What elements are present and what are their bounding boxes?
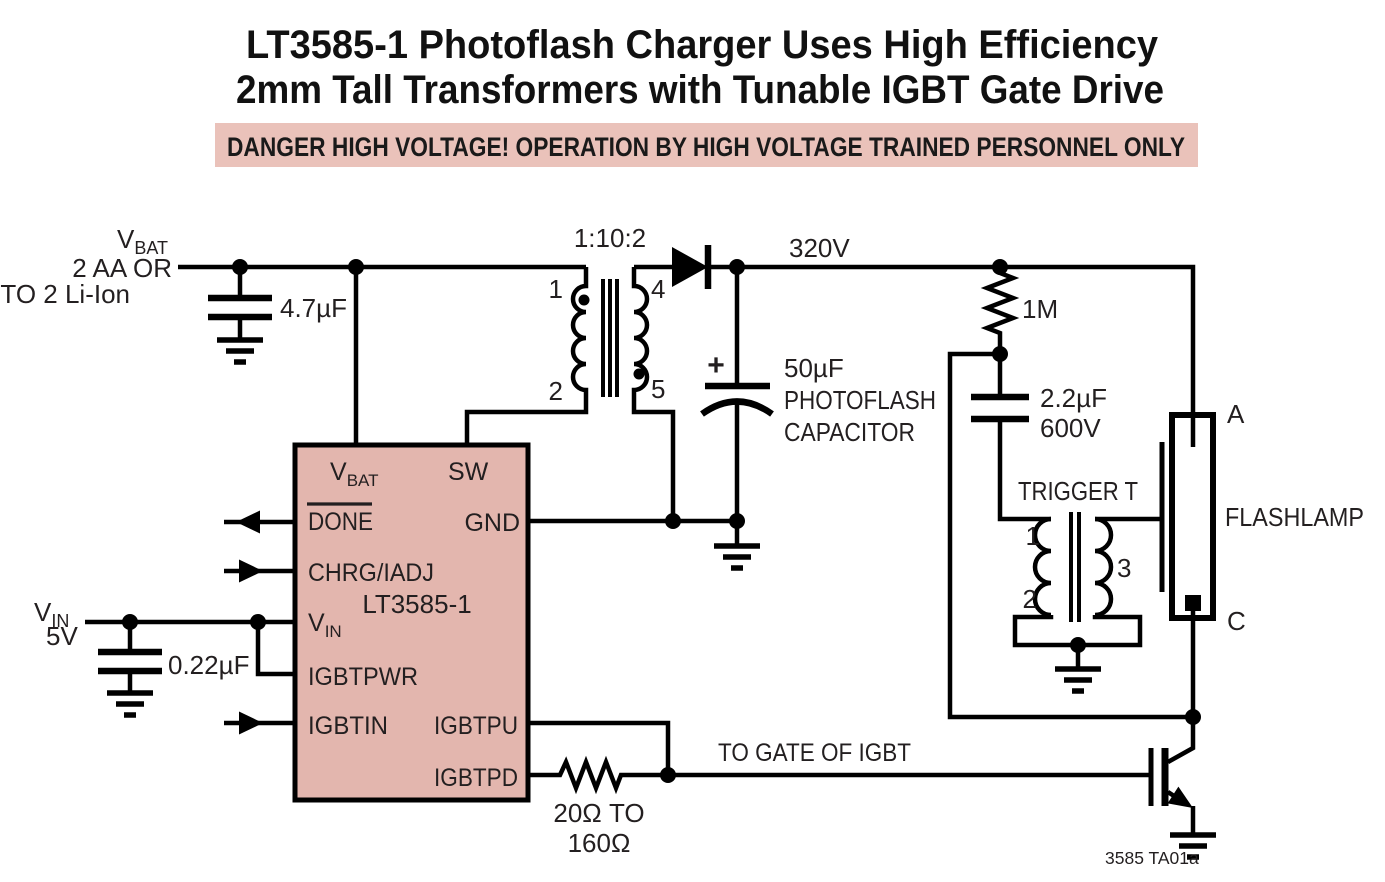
trigger-cap-value: 2.2µF: [1040, 383, 1107, 413]
ground-icon: [1055, 669, 1101, 691]
phase-dot-secondary: [633, 368, 645, 380]
arrow-right-icon: [239, 711, 263, 735]
ic-pin-chrg-iadj: CHRG/IADJ: [308, 559, 434, 587]
ic-pin-gnd: GND: [464, 509, 520, 537]
arrow-left-icon: [236, 510, 260, 534]
ic-pin-sw: SW: [448, 458, 489, 486]
ic-pin-igbtin: IGBTIN: [308, 712, 388, 740]
document-footnote: 3585 TA01a: [1105, 848, 1199, 868]
t2-pin2-label: 2: [1023, 584, 1037, 614]
ground-icon: [217, 340, 263, 362]
gate-resistor: [528, 755, 668, 795]
transformer-ratio-label: 1:10:2: [574, 223, 646, 253]
input-capacitor: 4.7µF: [208, 267, 347, 362]
t1-pin1-label: 1: [549, 274, 563, 304]
ground-icon: [714, 546, 760, 568]
title-line1: LT3585-1 Photoflash Charger Uses High Ef…: [246, 23, 1159, 67]
junction-dot: [1070, 637, 1086, 653]
chrg-signal: [224, 559, 295, 583]
ground-icon: [107, 693, 153, 715]
diode-anode-triangle: [672, 247, 708, 287]
battery-source-label: VBAT 2 AA OR 1 TO 2 Li-Ion: [0, 224, 172, 309]
photoflash-cap-line2: PHOTOFLASH: [784, 385, 936, 415]
battery-desc1: 2 AA OR: [72, 253, 172, 283]
flashlamp-cathode-terminal: [1185, 595, 1201, 611]
arrow-right-icon: [239, 559, 263, 583]
output-voltage-label: 320V: [789, 233, 850, 263]
vin-rail-label: VIN: [34, 597, 69, 631]
igbt: [1148, 717, 1216, 857]
flashlamp-cathode-label: C: [1227, 606, 1246, 636]
flashlamp-anode-label: A: [1227, 399, 1245, 429]
gate-drive-wiring: TO GATE OF IGBT 20Ω TO 160Ω: [528, 720, 1149, 858]
warning-banner-bg: [215, 123, 1198, 167]
trigger-capacitor: 2.2µF 600V: [971, 354, 1107, 522]
t2-pin3-label: 3: [1117, 553, 1131, 583]
transformer-1-10-2: 1:10:2 1 2 4 5: [464, 223, 676, 523]
ic-pin-igbtpd: IGBTPD: [434, 764, 518, 792]
phase-dot-primary: [578, 294, 590, 306]
ic-part-number: LT3585-1: [362, 589, 471, 619]
bleed-resistor: 1M: [980, 267, 1058, 354]
flashlamp: A C FLASHLAMP: [1159, 399, 1364, 717]
gate-resistor-value-line2: 160Ω: [568, 828, 631, 858]
output-diode: 320V: [634, 233, 1196, 447]
done-signal: [224, 510, 295, 534]
gate-note-label: TO GATE OF IGBT: [718, 739, 911, 767]
t2-pin1-label: 1: [1026, 521, 1040, 551]
vbat-rail-label: VBAT: [117, 224, 168, 258]
gnd-rail: [528, 518, 760, 568]
warning-text: DANGER HIGH VOLTAGE! OPERATION BY HIGH V…: [227, 132, 1185, 162]
ic-pin-done: DONE: [308, 508, 373, 536]
warning-banner: DANGER HIGH VOLTAGE! OPERATION BY HIGH V…: [215, 123, 1198, 167]
igbtin-signal: [224, 711, 295, 735]
igbt-emitter-arrow: [1167, 786, 1193, 808]
ic-pin-igbtpu: IGBTPU: [434, 712, 518, 740]
ic-pin-vbat: VBAT: [330, 458, 379, 490]
vin-bypass-cap-value: 0.22µF: [168, 650, 249, 680]
vin-source: VIN 5V 0.22µF: [34, 597, 295, 715]
ic-pin-igbtpwr: IGBTPWR: [308, 663, 418, 691]
title-line2: 2mm Tall Transformers with Tunable IGBT …: [236, 68, 1164, 112]
photoflash-cap-line3: CAPACITOR: [784, 417, 915, 447]
collector-return-wire: [947, 351, 1193, 720]
ic-pin-vin: VIN: [308, 609, 342, 641]
trigger-transformer: TRIGGER T 1 2 3: [1012, 476, 1164, 691]
battery-desc2: 1 TO 2 Li-Ion: [0, 279, 130, 309]
ic-lt3585-1: VBAT SW DONE GND CHRG/IADJ LT3585-1 VIN …: [292, 442, 531, 803]
t1-pin4-label: 4: [651, 274, 665, 304]
gate-resistor-value-line1: 20Ω TO: [553, 798, 644, 828]
vin-voltage-label: 5V: [46, 621, 78, 651]
polarity-plus-sign: +: [707, 349, 725, 382]
input-capacitor-value: 4.7µF: [280, 293, 347, 323]
photoflash-cap-value: 50µF: [784, 353, 844, 383]
flashlamp-label: FLASHLAMP: [1225, 502, 1364, 532]
bleed-resistor-value: 1M: [1022, 294, 1058, 324]
t1-pin5-label: 5: [651, 374, 665, 404]
trigger-cap-rating: 600V: [1040, 413, 1101, 443]
photoflash-capacitor: + 50µF PHOTOFLASH CAPACITOR: [700, 267, 936, 523]
t1-pin2-label: 2: [549, 376, 563, 406]
junction-dots: [122, 259, 1201, 783]
trigger-transformer-label: TRIGGER T: [1018, 476, 1138, 506]
